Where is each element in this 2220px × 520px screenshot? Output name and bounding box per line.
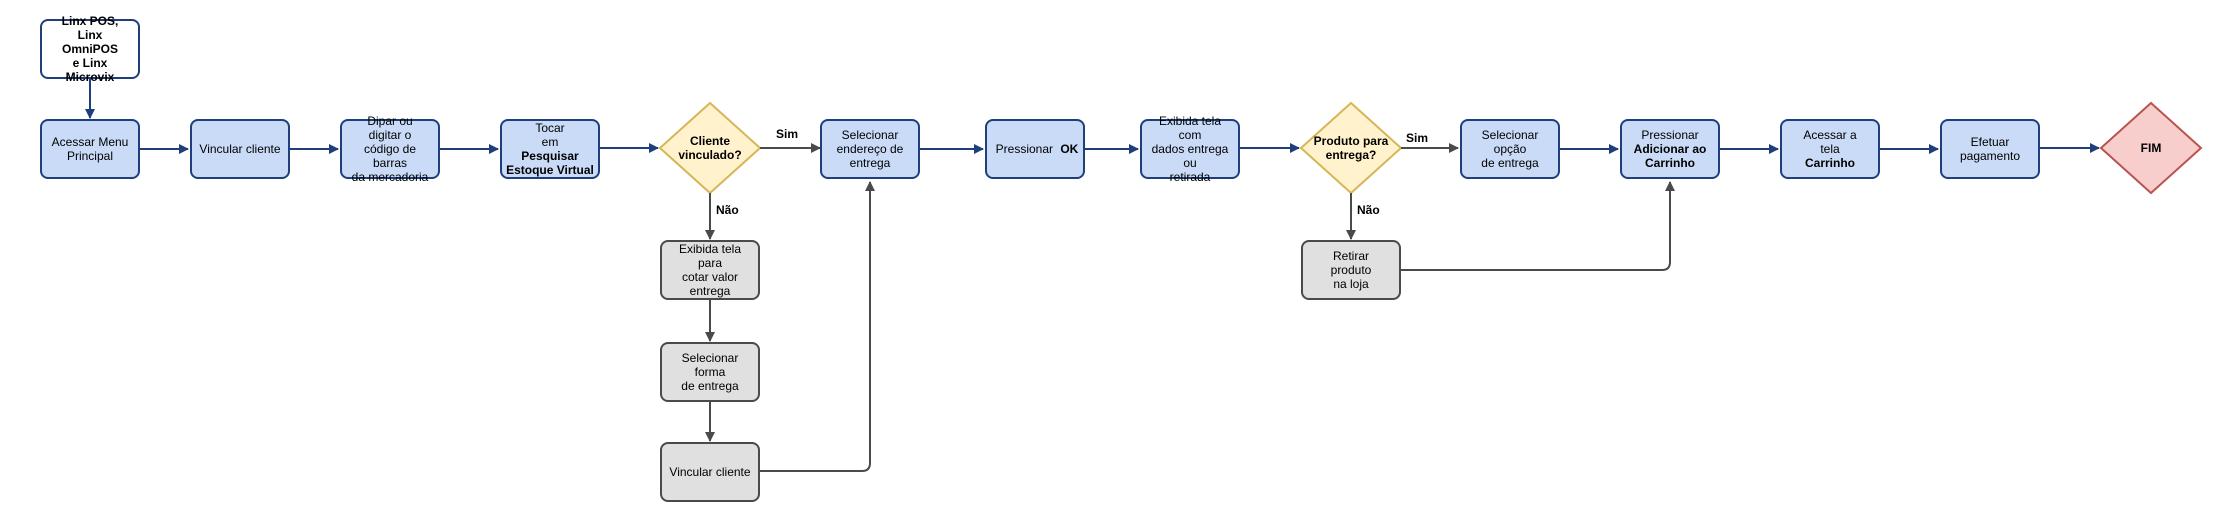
- opcao-line2: de entrega: [1481, 156, 1539, 170]
- acessar-menu-line2: Principal: [66, 149, 113, 163]
- step-pressionar-adicionar: Pressionar Adicionar ao Carrinho: [1620, 119, 1720, 179]
- step-acessar-carrinho: Acessar a tela Carrinho: [1780, 119, 1880, 179]
- carrinho-line2-prefix: tela: [1820, 142, 1840, 156]
- cotar-line2: cotar valor: [681, 270, 739, 284]
- cotar-line1: Exibida tela para: [678, 242, 742, 270]
- label-sim-1: Sim: [776, 127, 799, 141]
- start-line2: OmniPOS: [61, 42, 118, 56]
- edge-retirar-to-adicionar: [1401, 181, 1675, 271]
- tocar-line2-bold: Pesquisar: [521, 149, 579, 163]
- start-line1: Linx POS, Linx: [61, 14, 119, 42]
- adicionar-line2-bold: Adicionar ao: [1633, 142, 1707, 156]
- endereco-line2: endereço de: [836, 142, 904, 156]
- adicionar-line3-bold: Carrinho: [1644, 156, 1695, 170]
- forma-line2: de entrega: [681, 379, 739, 393]
- carrinho-line2: tela Carrinho: [1799, 142, 1860, 170]
- edge-vincular2-to-endereco: [760, 181, 875, 472]
- tocar-line2: em Pesquisar: [506, 135, 594, 163]
- acessar-menu-line1: Acessar Menu: [51, 135, 129, 149]
- cotar-line3: entrega: [689, 284, 731, 298]
- retirar-line2: na loja: [1333, 277, 1369, 291]
- exibida-dados-line2: dados entrega ou: [1151, 142, 1229, 170]
- step-vincular-cliente-2: Vincular cliente: [660, 442, 760, 502]
- retirar-line1: Retirar produto: [1330, 249, 1372, 277]
- produto-entrega-line2: entrega?: [1325, 148, 1377, 162]
- adicionar-line1: Pressionar: [1641, 128, 1699, 142]
- endereco-line3: entrega: [849, 156, 891, 170]
- label-nao-1: Não: [716, 203, 739, 217]
- exibida-dados-line3: retirada: [1169, 170, 1211, 184]
- forma-line1: Selecionar forma: [681, 351, 739, 379]
- label-sim-2: Sim: [1406, 131, 1429, 145]
- start-line3: e Linx Microvix: [65, 56, 115, 84]
- vincular-cliente-2-label: Vincular cliente: [669, 465, 751, 479]
- pressionar-ok-bold: OK: [1060, 142, 1079, 156]
- step-vincular-cliente: Vincular cliente: [190, 119, 290, 179]
- dipar-line3: da mercadoria: [351, 170, 429, 184]
- fim-label: FIM: [2140, 141, 2162, 155]
- cliente-vinculado-line2: vinculado?: [678, 148, 742, 162]
- cliente-vinculado-line1: Cliente: [689, 134, 730, 148]
- pressionar-ok-prefix: Pressionar: [995, 142, 1057, 156]
- tocar-line3-bold: Estoque Virtual: [506, 163, 594, 177]
- tocar-line1: Tocar: [535, 121, 565, 135]
- tocar-line2-prefix: em: [541, 135, 559, 149]
- pagamento-line2: pagamento: [1959, 149, 2021, 163]
- carrinho-line1: Acessar a: [1803, 128, 1857, 142]
- carrinho-line2-bold: Carrinho: [1804, 156, 1855, 170]
- exibida-dados-line1: Exibida tela com: [1158, 114, 1222, 142]
- end-fim-shape: [2099, 101, 2203, 195]
- endereco-line1: Selecionar: [841, 128, 899, 142]
- pagamento-line1: Efetuar: [1970, 135, 2010, 149]
- vincular-cliente-label: Vincular cliente: [199, 142, 281, 156]
- dipar-line2: código de barras: [363, 142, 417, 170]
- dipar-line1: Dipar ou digitar o: [367, 114, 413, 142]
- opcao-line1: Selecionar opção: [1481, 128, 1539, 156]
- produto-entrega-line1: Produto para: [1313, 134, 1389, 148]
- label-nao-2: Não: [1357, 203, 1380, 217]
- end-fim: FIM: [2121, 138, 2181, 158]
- step-pressionar-ok: Pressionar OK: [985, 119, 1085, 179]
- step-tocar-pesquisar: Tocar em Pesquisar Estoque Virtual: [500, 119, 600, 179]
